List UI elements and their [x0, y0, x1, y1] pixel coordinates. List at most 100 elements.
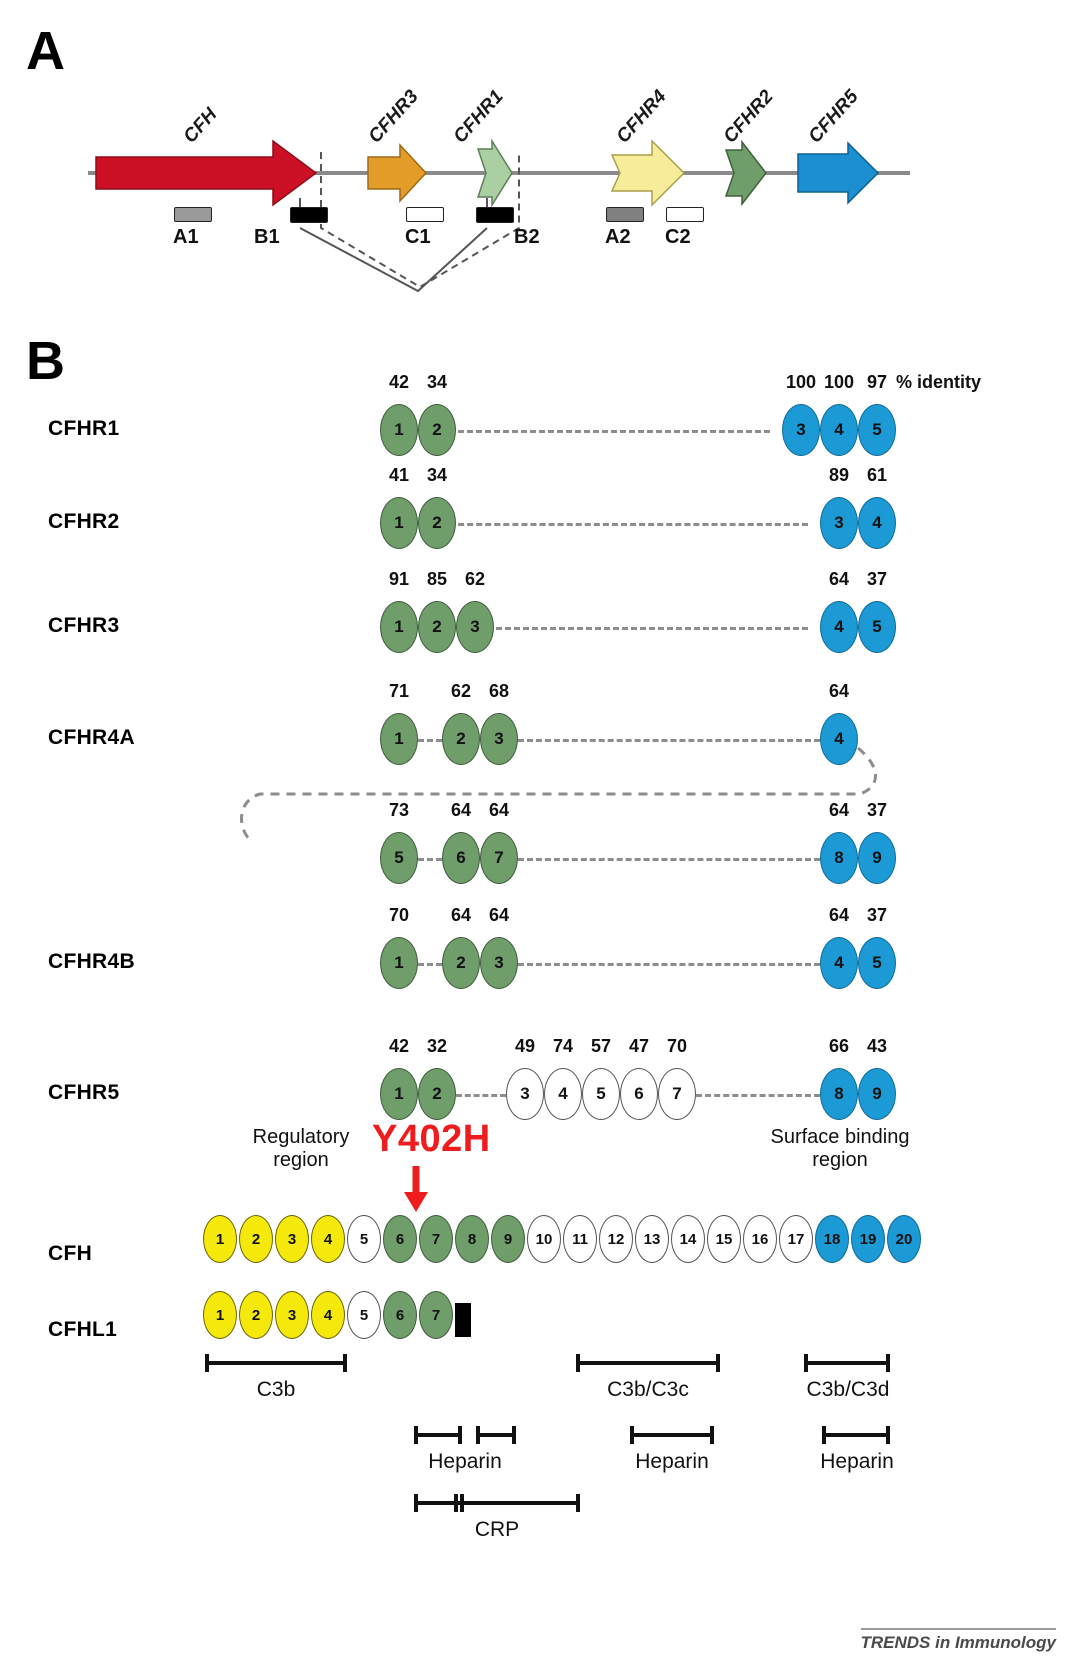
- cfhr5-domain-1: 1: [380, 1068, 418, 1120]
- cfhr1-domain-2: 2: [418, 404, 456, 456]
- cfh-domain-7: 7: [419, 1215, 453, 1263]
- bracket-label-c3b-c3c: C3b/C3c: [607, 1378, 689, 1401]
- cfh-domain-3: 3: [275, 1215, 309, 1263]
- cfh-domain-19: 19: [851, 1215, 885, 1263]
- cfhr2-domain-2: 2: [418, 497, 456, 549]
- regulatory-region-line2: region: [273, 1149, 329, 1171]
- gene-arrow-cfhr4: [610, 139, 686, 207]
- marker-box-a2: [606, 207, 644, 222]
- panel-a: A CFH CFHR3 CFHR1 CFHR4 CFHR2 CFHR5 A1 B…: [0, 0, 1074, 310]
- deletion-connector-solid: [299, 198, 488, 293]
- marker-label-c2: C2: [665, 226, 691, 248]
- cfhr5-domain-8: 8: [820, 1068, 858, 1120]
- cfhr4b-pct-1: 70: [388, 905, 410, 925]
- cfhr1-domain-1: 1: [380, 404, 418, 456]
- marker-label-c1: C1: [405, 226, 431, 248]
- cfhr1-pct-5: 97: [866, 372, 888, 392]
- row-label-cfhr4b: CFHR4B: [48, 950, 135, 973]
- cfhr2-domain-3: 3: [820, 497, 858, 549]
- deletion-connector-dashed: [320, 152, 520, 289]
- cfhr4b-linker-a: [418, 963, 442, 966]
- cfh-domain-12: 12: [599, 1215, 633, 1263]
- bracket-label-crp: CRP: [474, 1518, 520, 1541]
- cfhr3-domain-4: 4: [820, 601, 858, 653]
- marker-box-b2: [476, 207, 514, 223]
- cfhr4b-domain-4: 4: [820, 937, 858, 989]
- y402h-arrow-icon: [404, 1166, 428, 1212]
- cfh-domain-2: 2: [239, 1215, 273, 1263]
- cfhr1-domain-5: 5: [858, 404, 896, 456]
- gene-arrow-cfh: [95, 139, 318, 207]
- cfhr5-linker-a: [456, 1094, 506, 1097]
- cfhr3-pct-5: 37: [866, 569, 888, 589]
- regulatory-region-note: Regulatory region: [206, 1126, 396, 1172]
- cfhr3-domain-3: 3: [456, 601, 494, 653]
- row-label-cfhr1: CFHR1: [48, 417, 120, 440]
- cfhr1-linker: [440, 430, 770, 433]
- bracket-label-c3b: C3b: [256, 1378, 296, 1401]
- cfhr4a-domain-4: 4: [820, 713, 858, 765]
- cfhr4b-domain-3: 3: [480, 937, 518, 989]
- cfhr4b-pct-4: 64: [828, 905, 850, 925]
- cfhr5-domain-3: 3: [506, 1068, 544, 1120]
- cfhr4a-pct-7: 64: [488, 800, 510, 820]
- row-label-cfhr5: CFHR5: [48, 1081, 120, 1104]
- cfhr2-pct-4: 61: [866, 465, 888, 485]
- cfhr4b-pct-3: 64: [488, 905, 510, 925]
- cfhl1-domain-3: 3: [275, 1291, 309, 1339]
- cfhr3-domain-5: 5: [858, 601, 896, 653]
- cfhr4a-domain-3: 3: [480, 713, 518, 765]
- marker-box-c1: [406, 207, 444, 222]
- marker-label-b2: B2: [514, 226, 540, 248]
- cfhr1-pct-1: 42: [388, 372, 410, 392]
- cfhl1-domain-5: 5: [347, 1291, 381, 1339]
- cfhr5-domain-5: 5: [582, 1068, 620, 1120]
- cfhl1-c-terminal-tail: [455, 1303, 471, 1337]
- gene-arrow-cfhr5: [797, 141, 880, 205]
- cfhr4b-pct-5: 37: [866, 905, 888, 925]
- y402h-mutation-label: Y402H: [372, 1118, 491, 1160]
- cfhr3-linker: [478, 627, 808, 630]
- cfh-domain-13: 13: [635, 1215, 669, 1263]
- cfhr1-domain-3: 3: [782, 404, 820, 456]
- cfh-domain-17: 17: [779, 1215, 813, 1263]
- surface-binding-region-note: Surface binding region: [740, 1126, 940, 1172]
- cfhr4a-domain-7: 7: [480, 832, 518, 884]
- row-label-cfh: CFH: [48, 1242, 93, 1265]
- cfh-domain-4: 4: [311, 1215, 345, 1263]
- cfhr5-pct-4: 74: [552, 1036, 574, 1056]
- cfhr4a-linker-c: [418, 858, 442, 861]
- cfhr1-pct-2: 34: [426, 372, 448, 392]
- cfh-domain-11: 11: [563, 1215, 597, 1263]
- cfhr2-pct-3: 89: [828, 465, 850, 485]
- cfh-domain-6: 6: [383, 1215, 417, 1263]
- cfhr5-linker-b: [696, 1094, 820, 1097]
- row-label-cfhl1: CFHL1: [48, 1318, 118, 1341]
- identity-note: % identity: [896, 372, 982, 392]
- cfh-domain-20: 20: [887, 1215, 921, 1263]
- cfhr5-domain-4: 4: [544, 1068, 582, 1120]
- cfhr4a-domain-6: 6: [442, 832, 480, 884]
- cfh-domain-1: 1: [203, 1215, 237, 1263]
- cfhr1-pct-3: 100: [785, 372, 817, 392]
- cfhr5-domain-7: 7: [658, 1068, 696, 1120]
- journal-credit: TRENDS in Immunology: [860, 1628, 1056, 1653]
- cfhr2-pct-2: 34: [426, 465, 448, 485]
- binding-site-brackets: [205, 1354, 890, 1512]
- cfhr4a-domain-9: 9: [858, 832, 896, 884]
- cfhr4a-wrap-connector: [240, 746, 877, 844]
- marker-box-c2: [666, 207, 704, 222]
- surface-binding-line1: Surface binding: [770, 1126, 910, 1148]
- cfh-domain-8: 8: [455, 1215, 489, 1263]
- cfhr4b-linker-b: [518, 963, 820, 966]
- cfhr4a-pct-1: 71: [388, 681, 410, 701]
- cfh-domain-9: 9: [491, 1215, 525, 1263]
- cfhr3-pct-3: 62: [464, 569, 486, 589]
- cfhr5-pct-1: 42: [388, 1036, 410, 1056]
- bracket-label-heparin-1: Heparin: [428, 1450, 502, 1473]
- cfhr1-domain-4: 4: [820, 404, 858, 456]
- bracket-label-c3b-c3d: C3b/C3d: [806, 1378, 890, 1401]
- cfhr3-domain-2: 2: [418, 601, 456, 653]
- cfhr5-pct-5: 57: [590, 1036, 612, 1056]
- cfhr4a-domain-5: 5: [380, 832, 418, 884]
